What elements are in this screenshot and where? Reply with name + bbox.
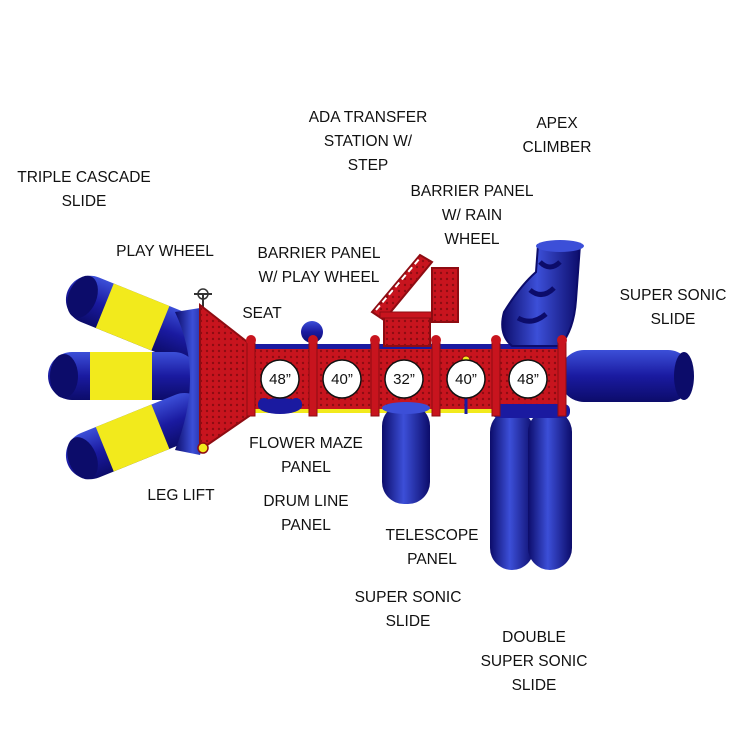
deck-height-markers: 48” 40” 32” 40” 48” — [260, 359, 548, 399]
leg-lift-shape — [197, 442, 209, 454]
deck-marker-4: 40” — [446, 359, 486, 399]
svg-text:32”: 32” — [393, 371, 415, 388]
triple-cascade-slide-shape — [48, 275, 214, 480]
label-seat: SEAT — [242, 305, 282, 322]
apex-climber-shape — [501, 240, 584, 347]
double-super-sonic-slide-shape — [490, 404, 572, 570]
label-leg-lift: LEG LIFT — [147, 487, 215, 504]
svg-text:48”: 48” — [269, 371, 291, 388]
flower-maze-shape — [258, 398, 302, 414]
deck-marker-3: 32” — [384, 359, 424, 399]
super-sonic-slide-bottom-shape — [382, 402, 430, 504]
deck-posts — [246, 335, 567, 417]
svg-text:40”: 40” — [455, 371, 477, 388]
ada-transfer-station-shape — [370, 253, 459, 347]
svg-text:48”: 48” — [517, 371, 539, 388]
svg-text:40”: 40” — [331, 371, 353, 388]
super-sonic-slide-right-shape — [560, 350, 694, 402]
label-play-wheel: PLAY WHEEL — [116, 243, 214, 260]
seat-shape — [301, 321, 323, 343]
deck-marker-5: 48” — [508, 359, 548, 399]
deck-marker-2: 40” — [322, 359, 362, 399]
deck-marker-1: 48” — [260, 359, 300, 399]
